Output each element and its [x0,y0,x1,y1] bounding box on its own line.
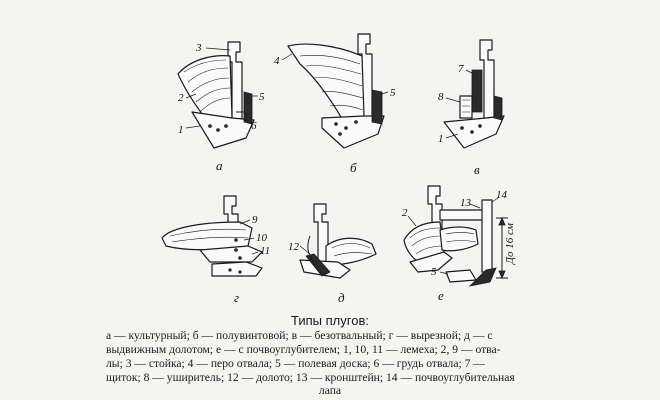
part-number: 2 [402,207,408,219]
part-number: 14 [496,189,508,201]
part-number: 5 [390,87,396,99]
part-number: 10 [256,232,268,244]
caption-body: а — культурный; б — полувинтовой; в — бе… [106,329,556,385]
plough-a: 3 2 5 6 1 а [177,41,265,173]
part-number: 6 [251,120,257,132]
part-number: 1 [178,124,184,136]
part-number: 8 [438,91,444,103]
part-number: 7 [458,63,464,75]
subfigure-label: в [474,162,480,177]
part-number: 4 [274,55,280,67]
caption-line: выдвижным долотом; е — с почвоуглубителе… [106,343,501,356]
subfigure-label: б [350,160,357,175]
plough-g: 9 10 11 г [161,195,270,305]
caption-line: а — культурный; б — полувинтовой; в — бе… [106,329,493,342]
plough-b: 4 5 б [274,33,396,175]
part-number: 13 [460,197,472,209]
subfigure-label: д [338,290,345,305]
part-number: 9 [252,214,258,226]
plough-v: 7 8 1 в [438,39,505,177]
part-number: 1 [438,133,444,145]
caption-line: лы; 3 — стойка; 4 — перо отвала; 5 — пол… [106,357,485,370]
part-number: 11 [260,245,270,257]
plough-d: 12 д [288,203,377,305]
subfigure-label: е [438,288,444,303]
part-number: 5 [259,91,265,103]
caption-title: Типы плугов: [291,313,369,328]
caption-line: лапа [318,384,342,397]
subfigure-label: г [234,290,239,305]
ploughs-diagram: 3 2 5 6 1 а 4 5 б [161,33,516,305]
subfigure-label: а [216,158,223,173]
caption-line: щиток; 8 — уширитель; 12 — долото; 13 — … [106,371,515,384]
plough-e: До 16 см 2 13 14 5 е [402,185,516,303]
part-number: 12 [288,241,300,253]
depth-label: До 16 см [504,223,516,265]
part-number: 5 [431,266,437,278]
ploughs-figure: 3 2 5 6 1 а 4 5 б [161,33,516,305]
part-number: 2 [178,92,184,104]
part-number: 3 [195,42,202,54]
